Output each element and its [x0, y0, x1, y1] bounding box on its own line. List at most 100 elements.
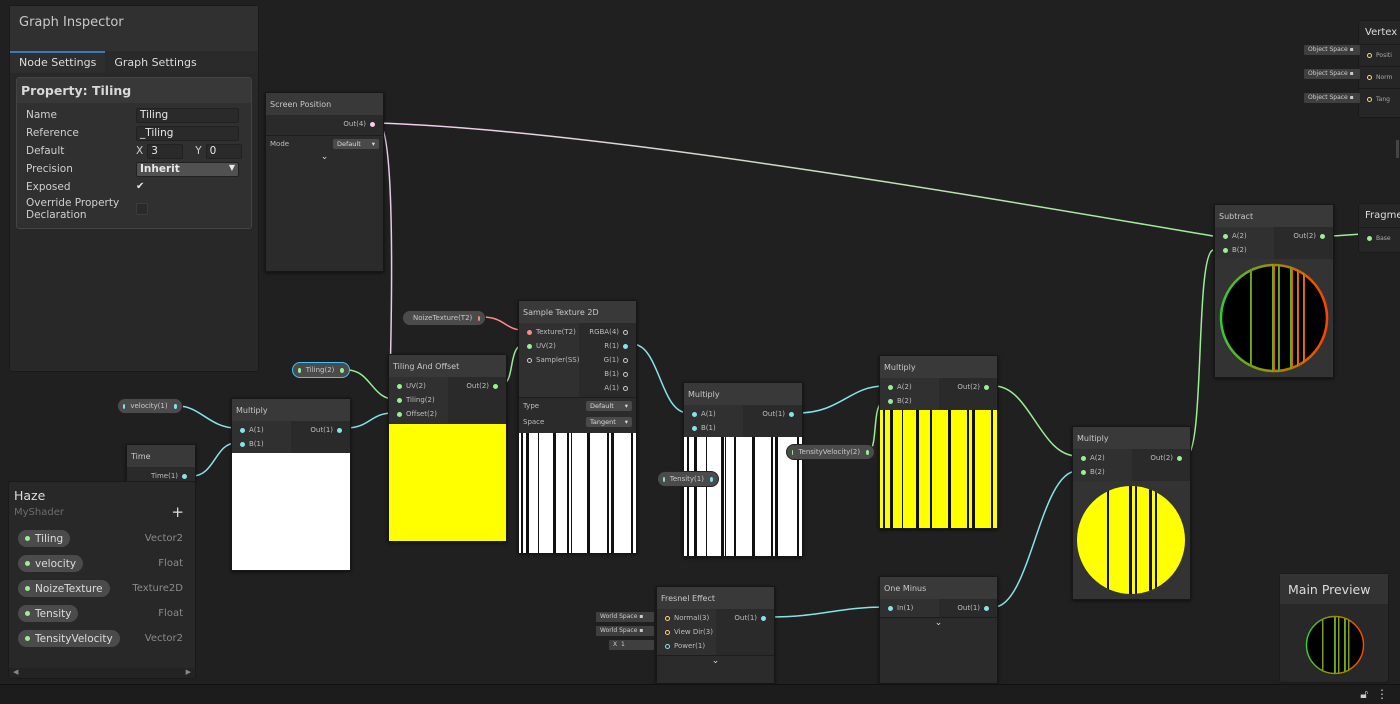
property-node-noize-texture[interactable]: NoizeTexture(T2) [402, 310, 486, 326]
plus-icon[interactable]: + [171, 503, 184, 521]
property-node-tensity[interactable]: Tensity(1) [657, 471, 719, 487]
port-power[interactable]: Power(1) [657, 639, 716, 653]
default-y-field[interactable]: 0 [205, 143, 242, 159]
port-a[interactable]: A(2) [880, 380, 939, 394]
blackboard-item-velocity[interactable]: velocity Float [9, 551, 195, 576]
port-b[interactable]: B(1) [579, 367, 636, 381]
port-dot[interactable] [240, 427, 245, 433]
main-preview-render[interactable] [1304, 614, 1366, 676]
exposed-checkbox[interactable]: ✔ [136, 181, 145, 192]
port-a[interactable]: A(2) [1215, 229, 1274, 243]
vertex-port-position[interactable]: Positi [1359, 44, 1400, 66]
port-dot[interactable] [692, 411, 697, 417]
port-tiling[interactable]: Tiling(2) [389, 393, 448, 407]
port-a[interactable]: A(1) [684, 407, 743, 421]
port-dot[interactable] [1177, 455, 1182, 461]
port-dot[interactable] [623, 371, 628, 377]
fragment-context[interactable]: Fragme Base [1358, 203, 1400, 253]
property-node-tiling[interactable]: Tiling(2) [292, 362, 350, 378]
port-a[interactable]: A(1) [232, 423, 291, 437]
port-dot[interactable] [888, 605, 893, 611]
vertex-port-tangent[interactable]: Tang [1359, 88, 1400, 110]
port-dot[interactable] [1081, 469, 1086, 475]
port-dot[interactable] [493, 383, 498, 389]
scroll-left-icon[interactable]: ◀ [13, 668, 19, 676]
port-out[interactable]: Out(1) [939, 601, 998, 615]
port-out[interactable]: Out(1) [291, 423, 350, 437]
type-dropdown[interactable]: Default▾ [586, 401, 632, 411]
blackboard-item-noize-texture[interactable]: NoizeTexture Texture2D [9, 576, 195, 601]
vertical-scrollbar[interactable] [1396, 140, 1399, 158]
port-texture[interactable]: Texture(T2) [519, 325, 579, 339]
port-b[interactable]: B(2) [1073, 465, 1132, 479]
port-dot[interactable] [173, 403, 177, 409]
power-field[interactable]: X 1 [609, 640, 654, 650]
vertex-space-field[interactable]: Object Space ▪ [1304, 93, 1360, 103]
port-dot[interactable] [397, 397, 402, 403]
more-vertical-icon[interactable]: ⋮ [1376, 687, 1388, 701]
tab-graph-settings[interactable]: Graph Settings [114, 56, 197, 69]
port-dot[interactable] [665, 643, 670, 649]
vertex-port-normal[interactable]: Norm [1359, 66, 1400, 88]
port-out[interactable]: Out(1) [716, 611, 775, 625]
node-multiply-3[interactable]: Multiply A(2) B(2) Out(2) [879, 355, 998, 529]
property-node-velocity[interactable]: velocity(1) [117, 398, 183, 414]
port-dot[interactable] [1367, 53, 1372, 58]
port-view-dir[interactable]: View Dir(3) [657, 625, 716, 639]
port-b[interactable]: B(1) [232, 437, 291, 451]
scroll-right-icon[interactable]: ▶ [185, 668, 191, 676]
vertex-space-field[interactable]: Object Space ▪ [1304, 69, 1360, 79]
node-time[interactable]: Time Time(1) [126, 444, 196, 485]
horizontal-scrollbar[interactable]: ◀ ▶ [9, 668, 195, 678]
view-space-field[interactable]: World Space ▪ [596, 626, 654, 636]
override-checkbox[interactable] [136, 203, 148, 215]
port-dot[interactable] [984, 384, 989, 390]
blackboard-item-tiling[interactable]: Tiling Vector2 [9, 526, 195, 551]
vertex-context[interactable]: Vertex Positi Norm Tang [1358, 20, 1400, 118]
port-out[interactable]: Out(2) [1274, 229, 1333, 243]
property-node-tensity-velocity[interactable]: TensityVelocity(2) [786, 444, 875, 460]
port-dot[interactable] [240, 441, 245, 447]
port-dot[interactable] [888, 384, 893, 390]
port-dot[interactable] [527, 357, 532, 363]
port-out[interactable]: Time(1) [127, 469, 195, 483]
port-dot[interactable] [984, 605, 989, 611]
name-field[interactable]: Tiling [136, 107, 239, 123]
port-sampler[interactable]: Sampler(SS) [519, 353, 579, 367]
port-dot[interactable] [337, 427, 342, 433]
node-subtract[interactable]: Subtract A(2) B(2) Out(2) [1214, 204, 1334, 378]
blackboard[interactable]: Haze MyShader + Tiling Vector2 velocity … [8, 481, 196, 679]
port-uv[interactable]: UV(2) [519, 339, 579, 353]
blackboard-item-tensity[interactable]: Tensity Float [9, 601, 195, 626]
chevron-down-icon[interactable]: ⌄ [880, 617, 997, 629]
port-dot[interactable] [182, 473, 187, 479]
port-dot[interactable] [1320, 233, 1325, 239]
port-in[interactable]: In(1) [880, 601, 939, 615]
port-dot[interactable] [1367, 97, 1372, 102]
port-b[interactable]: B(1) [684, 421, 743, 435]
port-g[interactable]: G(1) [579, 353, 636, 367]
port-out[interactable]: Out(1) [743, 407, 802, 421]
port-dot[interactable] [789, 411, 794, 417]
node-sample-texture-2d[interactable]: Sample Texture 2D Texture(T2) UV(2) Samp… [518, 300, 637, 553]
port-dot[interactable] [1081, 455, 1086, 461]
port-dot[interactable] [1367, 236, 1372, 241]
vertex-space-field[interactable]: Object Space ▪ [1304, 45, 1360, 55]
port-dot[interactable] [397, 383, 402, 389]
port-rgba[interactable]: RGBA(4) [579, 325, 636, 339]
precision-dropdown[interactable]: Inherit▼ [136, 161, 239, 177]
port-dot[interactable] [623, 329, 628, 335]
port-dot[interactable] [370, 121, 375, 127]
port-dot[interactable] [665, 615, 670, 621]
port-out[interactable]: Out(2) [1132, 451, 1191, 465]
port-a[interactable]: A(1) [579, 381, 636, 395]
port-r[interactable]: R(1) [579, 339, 636, 353]
graph-canvas[interactable]: Screen Position Out(4) Mode Default▾ ⌄ M… [0, 0, 1400, 684]
node-fresnel-effect[interactable]: Fresnel Effect Normal(3) View Dir(3) Pow… [656, 586, 775, 684]
port-dot[interactable] [623, 357, 628, 363]
port-out[interactable]: Out(4) [266, 117, 383, 131]
fragment-port-base-color[interactable]: Base [1359, 227, 1400, 249]
port-dot[interactable] [397, 411, 402, 417]
port-dot[interactable] [1223, 247, 1228, 253]
port-offset[interactable]: Offset(2) [389, 407, 448, 421]
